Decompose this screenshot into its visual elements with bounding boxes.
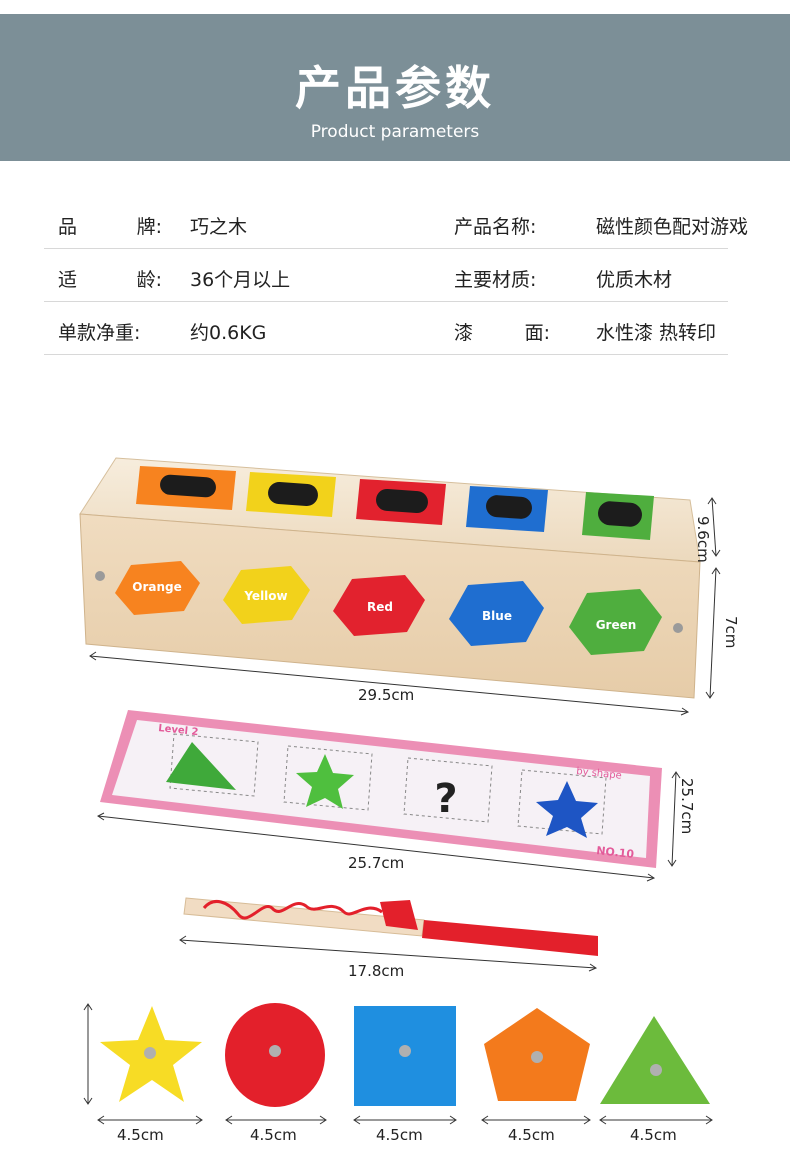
param-label: 单款净重: [58, 322, 141, 344]
hex-orange [115, 561, 200, 615]
param-label: 产品名称: [454, 216, 537, 238]
page-title: 产品参数 [295, 61, 495, 115]
hex-blue [449, 581, 544, 646]
param-value: 磁性颜色配对游戏 [596, 216, 749, 238]
param-value: 优质木材 [596, 269, 673, 291]
product-illustration: Orange Yellow Red Blue Green Leve [79, 457, 721, 1125]
piece-size-label: 4.5cm [117, 1126, 164, 1144]
hex-label-blue: Blue [482, 609, 512, 623]
hex-label-green: Green [596, 618, 637, 632]
param-label: 适龄: [58, 269, 162, 291]
card-number: NO.10 [596, 844, 635, 861]
box-top [79, 457, 701, 563]
hex-yellow [223, 566, 310, 624]
param-row: 适龄: 36个月以上 主要材质: 优质木材 [44, 249, 728, 302]
piece-size-label: 4.5cm [508, 1126, 555, 1144]
hex-label-orange: Orange [132, 580, 182, 594]
hex-label-red: Red [367, 600, 393, 614]
box-front: Orange Yellow Red Blue Green [79, 513, 701, 699]
card-width-label: 25.7cm [348, 854, 405, 872]
card-star-blue-icon [536, 781, 598, 838]
card-level: Level 2 [158, 723, 199, 738]
card-question-icon: ? [434, 776, 457, 822]
card-star-icon [296, 754, 354, 809]
card-height-label: 25.7cm [678, 778, 696, 835]
box-depth-label: 9.6cm [694, 516, 712, 563]
rod-dimension-line [179, 935, 598, 972]
card-by-shape: by shape [576, 766, 623, 782]
piece-dimension-lines [83, 1003, 713, 1125]
hex-label-yellow: Yellow [243, 589, 287, 603]
card-dimension-lines [97, 771, 681, 882]
shape-card: Level 2 by shape NO.10 ? [100, 710, 662, 868]
param-value: 36个月以上 [190, 269, 291, 291]
param-value: 约0.6KG [190, 322, 267, 344]
header-banner: 产品参数 Product parameters [0, 14, 790, 161]
param-row: 单款净重: 约0.6KG 漆面: 水性漆 热转印 [44, 302, 728, 355]
piece-triangle [600, 1016, 710, 1104]
param-label: 品牌: [58, 216, 162, 238]
piece-size-label: 4.5cm [630, 1126, 677, 1144]
piece-size-label: 4.5cm [376, 1126, 423, 1144]
hex-red [333, 575, 425, 636]
product-scene: Orange Yellow Red Blue Green Leve [0, 380, 790, 1174]
param-label: 主要材质: [454, 269, 537, 291]
box-height-label: 7cm [722, 616, 740, 649]
param-label: 漆面: [454, 322, 550, 344]
param-row: 品牌: 巧之木 产品名称: 磁性颜色配对游戏 [44, 196, 748, 249]
piece-size-label: 4.5cm [250, 1126, 297, 1144]
param-value: 水性漆 热转印 [596, 322, 717, 344]
parameter-table: 品牌: 巧之木 产品名称: 磁性颜色配对游戏 适龄: 36个月以上 主要材质: … [44, 196, 748, 355]
box-width-label: 29.5cm [358, 686, 415, 704]
param-value: 巧之木 [190, 216, 248, 238]
rod-length-label: 17.8cm [348, 962, 405, 980]
box-dimension-lines [89, 497, 721, 716]
fishing-rod [183, 897, 598, 956]
hex-green [569, 589, 662, 655]
shape-pieces [100, 1003, 710, 1107]
page-subtitle: Product parameters [310, 122, 480, 142]
card-triangle-icon [166, 742, 236, 790]
